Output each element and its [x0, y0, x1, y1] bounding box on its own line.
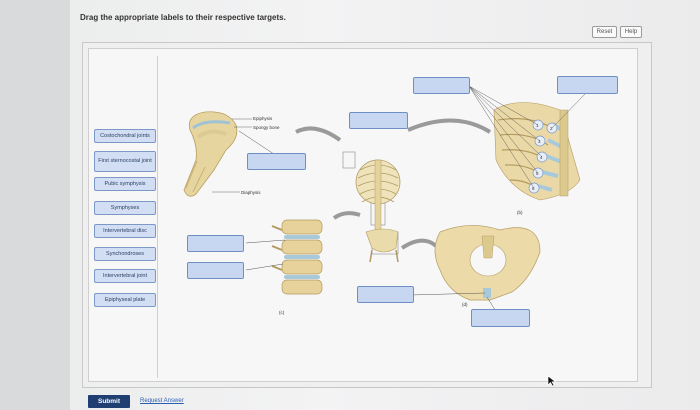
- drop-target-intervertebral-disc[interactable]: [187, 235, 244, 252]
- joint-target-leader: [245, 263, 284, 271]
- label-synchondroses[interactable]: Synchondroses: [94, 247, 156, 261]
- rib-number-3: 3: [538, 139, 541, 144]
- drop-target-first-sternocostal[interactable]: [557, 76, 618, 94]
- diaphysis-caption: Diaphysis: [241, 190, 261, 195]
- skeleton-illustration: [342, 151, 401, 263]
- label-costochondral-joints[interactable]: Costochondral joints: [94, 129, 156, 143]
- drop-target-symphysis[interactable]: [357, 286, 414, 303]
- pubic-target-leader-left: [410, 292, 486, 296]
- label-symphyses[interactable]: Symphyses: [94, 201, 156, 215]
- rib-number-6: 6: [532, 186, 535, 191]
- arrow-to-rib-cage: [407, 118, 492, 134]
- long-bone-illustration: [183, 111, 238, 197]
- part-b-caption: (b): [517, 210, 523, 215]
- vertebral-column-illustration: [271, 219, 323, 295]
- label-bank: [90, 56, 158, 378]
- request-answer-link[interactable]: Request Answer: [140, 398, 184, 404]
- label-pubic-symphysis[interactable]: Pubic symphysis: [94, 177, 156, 191]
- rib-number-4: 4: [540, 155, 543, 160]
- arrow-to-long-bone: [295, 126, 342, 142]
- drop-target-upper-center[interactable]: [349, 112, 408, 129]
- drop-target-intervertebral-joint[interactable]: [187, 262, 244, 279]
- epiphysis-caption: Epiphysis: [253, 116, 273, 121]
- drop-target-costochondral[interactable]: [413, 77, 470, 94]
- label-intervertebral-joint[interactable]: Intervertebral joint: [94, 269, 156, 283]
- arrow-to-vertebrae: [332, 211, 361, 220]
- drag-drop-stage: [88, 48, 638, 382]
- instruction-text: Drag the appropriate labels to their res…: [80, 13, 286, 22]
- mouse-cursor-icon: [547, 375, 557, 387]
- rib-number-2: 2: [550, 126, 553, 131]
- pelvis-illustration: [434, 225, 541, 301]
- rib-number-1: 1: [536, 123, 539, 128]
- drop-target-pubic-symphysis[interactable]: [471, 309, 530, 327]
- rib-number-5: 5: [536, 171, 539, 176]
- part-d-caption: (d): [462, 302, 468, 307]
- part-c-caption: (c): [279, 310, 285, 315]
- rib-target-leaders: [468, 85, 586, 189]
- label-epiphyseal-plate[interactable]: Epiphyseal plate: [94, 293, 156, 307]
- label-first-sternocostal-joint[interactable]: First sternocostal joint: [94, 151, 156, 172]
- disc-target-leader: [245, 239, 286, 244]
- drop-target-epiphyseal[interactable]: [247, 153, 306, 170]
- rib-cage-detail-illustration: [493, 102, 581, 201]
- spongy-bone-caption: Spongy bone: [253, 125, 280, 130]
- reset-button[interactable]: Reset: [592, 26, 617, 38]
- label-intervertebral-disc[interactable]: Intervertebral disc: [94, 224, 156, 238]
- submit-button[interactable]: Submit: [88, 395, 130, 408]
- help-button[interactable]: Help: [620, 26, 642, 38]
